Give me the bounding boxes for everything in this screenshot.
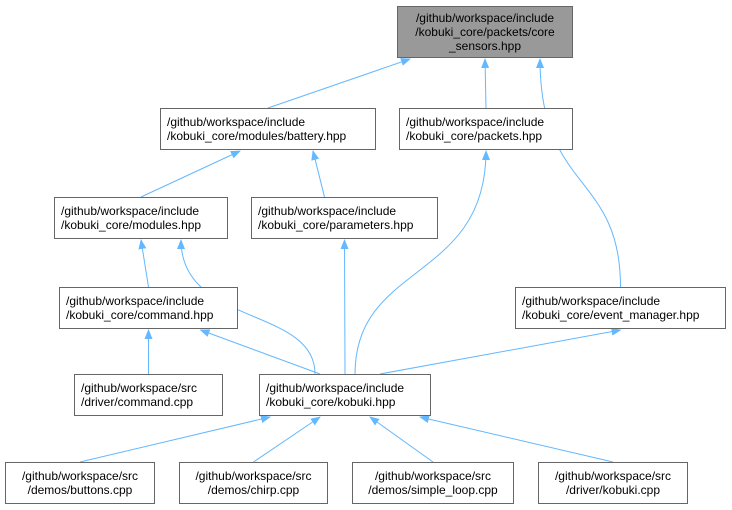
node-packets-hpp[interactable]: /github/workspace/include /kobuki_core/p… — [399, 108, 573, 150]
node-kobuki-cpp[interactable]: /github/workspace/src /driver/kobuki.cpp — [538, 462, 688, 504]
edge-parameters-to-battery — [311, 150, 325, 198]
node-parameters-hpp[interactable]: /github/workspace/include /kobuki_core/p… — [251, 197, 438, 239]
node-label-line: /github/workspace/include — [61, 204, 200, 218]
node-label-line: /github/workspace/include — [522, 294, 661, 308]
node-label-line: /github/workspace/include — [66, 294, 205, 308]
edge-kobuki_hpp-to-command — [199, 329, 321, 375]
node-kobuki-hpp[interactable]: /github/workspace/include /kobuki_core/k… — [259, 374, 431, 416]
node-label-line: _sensors.hpp — [448, 39, 522, 53]
node-label-line: /github/workspace/src — [195, 469, 312, 483]
node-label-line: /github/workspace/src — [374, 469, 492, 483]
edge-buttons-to-kobuki_hpp — [79, 415, 271, 463]
node-buttons-cpp[interactable]: /github/workspace/src /demos/buttons.cpp — [5, 462, 155, 504]
node-modules-hpp[interactable]: /github/workspace/include /kobuki_core/m… — [54, 197, 228, 239]
node-label-line: /github/workspace/include — [258, 204, 397, 218]
edge-kobuki_hpp-to-event_manager — [379, 327, 622, 375]
node-label-line: /kobuki_core/command.hpp — [66, 308, 214, 322]
edge-chirp-to-kobuki_hpp — [253, 416, 321, 463]
node-label-line: /github/workspace/src — [81, 381, 198, 395]
edge-kobuki_hpp-to-modules — [177, 239, 316, 375]
node-label-line: /github/workspace/include — [415, 11, 555, 25]
node-label-line: /github/workspace/include — [266, 381, 405, 395]
edge-kobuki_hpp-to-parameters — [340, 239, 349, 375]
node-label-line: /kobuki_core/kobuki.hpp — [266, 395, 396, 409]
edge-kobuki_cpp-to-kobuki_hpp — [419, 415, 614, 463]
edge-kobuki_hpp-to-packets — [354, 150, 490, 375]
edge-battery-to-sensors — [267, 58, 411, 109]
edge-event_manager-to-sensors — [536, 58, 621, 288]
node-simple-loop-cpp[interactable]: /github/workspace/src /demos/simple_loop… — [352, 462, 514, 504]
node-label-line: /github/workspace/src — [21, 469, 139, 483]
node-label-line: /demos/buttons.cpp — [27, 483, 133, 497]
edge-command-to-modules — [138, 239, 149, 288]
node-battery-hpp[interactable]: /github/workspace/include /kobuki_core/m… — [160, 108, 376, 150]
node-label-line: /demos/chirp.cpp — [207, 483, 300, 497]
node-label-line: /github/workspace/include — [167, 115, 306, 129]
node-label-line: /driver/command.cpp — [81, 395, 194, 409]
node-label-line: /demos/simple_loop.cpp — [368, 483, 498, 497]
edge-simple_loop-to-kobuki_hpp — [369, 416, 434, 463]
node-label-line: /kobuki_core/modules.hpp — [61, 218, 202, 232]
node-chirp-cpp[interactable]: /github/workspace/src /demos/chirp.cpp — [179, 462, 328, 504]
node-core-sensors-hpp: /github/workspace/include /kobuki_core/p… — [397, 6, 573, 58]
node-label-line: /driver/kobuki.cpp — [565, 483, 661, 497]
node-command-cpp[interactable]: /github/workspace/src /driver/command.cp… — [74, 374, 223, 416]
node-label-line: /kobuki_core/modules/battery.hpp — [167, 129, 347, 143]
node-label-line: /kobuki_core/packets.hpp — [406, 129, 543, 143]
node-label-line: /kobuki_core/event_manager.hpp — [522, 308, 700, 322]
edge-modules-to-battery — [140, 150, 241, 198]
node-label-line: /github/workspace/src — [554, 469, 672, 483]
node-event-manager-hpp[interactable]: /github/workspace/include /kobuki_core/e… — [515, 287, 726, 329]
node-label-line: /github/workspace/include — [406, 115, 545, 129]
edge-packets-to-sensors — [481, 58, 490, 109]
node-command-hpp[interactable]: /github/workspace/include /kobuki_core/c… — [59, 287, 238, 329]
node-label-line: /kobuki_core/parameters.hpp — [258, 218, 414, 232]
node-label-line: /kobuki_core/packets/core — [415, 25, 555, 39]
